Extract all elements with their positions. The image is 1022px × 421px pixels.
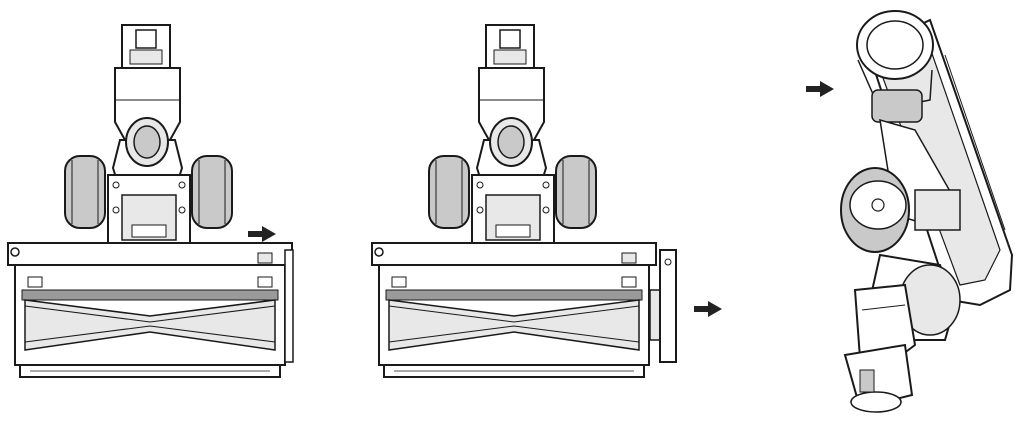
end-cap-detached [659,249,677,363]
panel-step-2 [371,24,722,378]
arrow-right-icon [248,226,276,242]
arrow-right-icon [806,81,834,97]
panel-step-3 [806,10,1014,413]
floor-head-assembled [7,24,293,378]
panel-step-1 [7,24,294,378]
end-cap-attached [284,249,294,363]
floor-head-cap-removed [371,24,657,378]
arrow-right-icon [694,301,722,317]
